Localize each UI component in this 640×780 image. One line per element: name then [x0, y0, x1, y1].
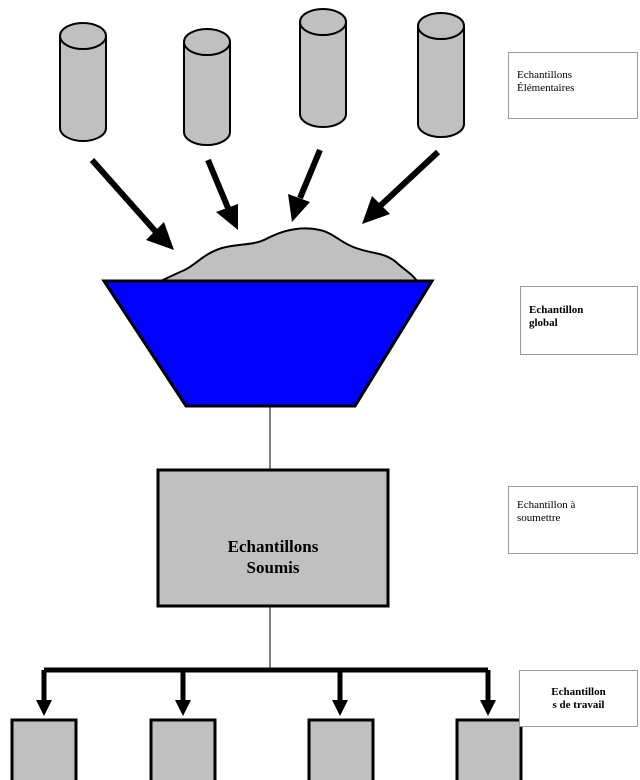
cylinder-2 — [183, 28, 231, 146]
cylinder-1 — [59, 22, 107, 142]
arrow-cylinder-3 — [288, 148, 323, 222]
cylinder-3 — [299, 8, 347, 128]
global-sample-funnel — [101, 279, 435, 408]
distribution-arrow-2 — [175, 670, 191, 716]
powder-pile — [149, 227, 422, 287]
working-sample-box-1 — [10, 718, 78, 780]
label-global-sample: Echantillon global — [520, 286, 638, 355]
distribution-arrow-3 — [332, 670, 348, 716]
label-working-samples: Echantillon s de travail — [519, 670, 638, 727]
distribution-arrow-1 — [36, 670, 52, 716]
arrow-cylinder-1 — [89, 158, 174, 250]
working-sample-box-4 — [455, 718, 523, 780]
arrow-cylinder-2 — [205, 158, 238, 230]
label-elementary-samples: Echantillons Élémentaires — [508, 52, 638, 119]
label-sample-to-submit: Echantillon à soumettre — [508, 486, 638, 554]
submitted-samples-box — [156, 468, 390, 608]
cylinder-4 — [417, 12, 465, 138]
arrow-cylinder-4 — [362, 149, 441, 224]
distribution-arrow-4 — [480, 670, 496, 716]
working-sample-box-2 — [149, 718, 217, 780]
working-sample-box-3 — [307, 718, 375, 780]
